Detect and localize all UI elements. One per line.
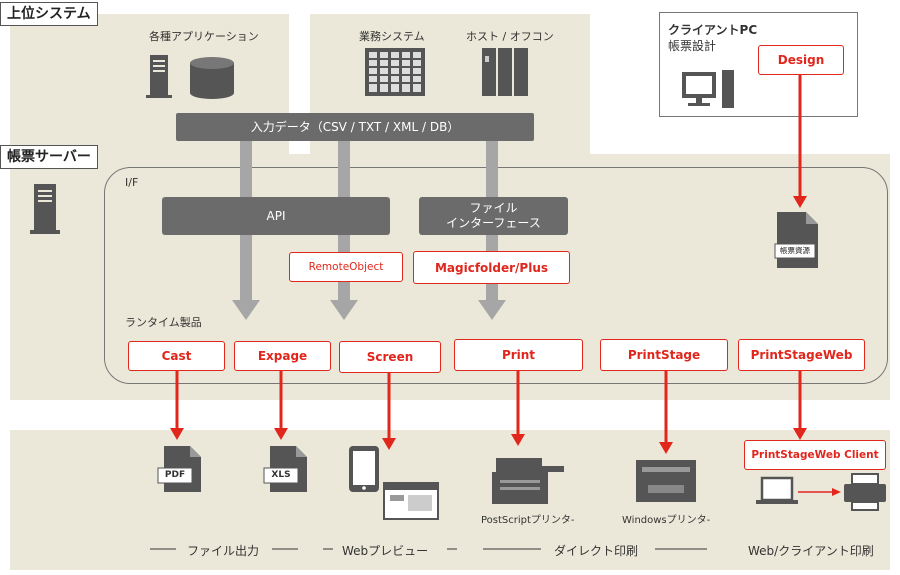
form-resource-icon: [774, 212, 818, 268]
product-cast: Cast: [128, 341, 225, 371]
postscript-printer-icon: [492, 458, 564, 504]
apps-label: 各種アプリケーション: [149, 30, 259, 43]
pdf-file-icon: [157, 446, 201, 492]
product-expage: Expage: [234, 341, 331, 371]
input-data-bar: 入力データ（CSV / TXT / XML / DB）: [176, 113, 534, 141]
windows-printer-label: Windowsプリンタ-: [622, 515, 711, 526]
client-printer-icon: [844, 473, 886, 511]
file-interface-box: ファイル インターフェース: [419, 197, 568, 235]
magicfolder-box: Magicfolder/Plus: [413, 251, 570, 284]
client-pc-icon: [682, 70, 734, 108]
form-server-label: 帳票サーバー: [0, 145, 98, 169]
runtime-label: ランタイム製品: [125, 316, 202, 329]
xls-label: XLS: [271, 470, 291, 480]
output-area: [10, 430, 890, 570]
app-server-icon: [146, 55, 172, 98]
category-web-preview: Webプレビュー: [342, 544, 429, 558]
business-rack-icon: [365, 48, 425, 96]
host-label: ホスト / オフコン: [466, 30, 554, 43]
form-resource-label: 帳票資源: [780, 246, 810, 255]
windows-printer-icon: [636, 460, 696, 502]
category-file-output: ファイル出力: [187, 544, 260, 558]
laptop-icon: [756, 476, 798, 504]
client-pc-title: クライアントPC 帳票設計: [668, 23, 758, 53]
output-flow-arrows: [170, 75, 841, 496]
host-mainframe-icon: [482, 48, 528, 96]
design-product-box: Design: [758, 45, 844, 75]
tablet-icon: [349, 446, 379, 492]
xls-file-icon: [263, 446, 307, 492]
upper-system-label: 上位システム: [0, 2, 98, 26]
browser-window-icon: [383, 482, 439, 520]
product-print: Print: [454, 339, 583, 371]
if-label: I/F: [125, 176, 139, 189]
category-web-client-print: Web/クライアント印刷: [748, 544, 874, 558]
product-printstageweb: PrintStageWeb: [738, 339, 865, 371]
file-interface-line2: インターフェース: [446, 216, 541, 230]
form-server-icon: [30, 184, 60, 234]
pdf-label: PDF: [164, 470, 186, 480]
remote-object-box: RemoteObject: [289, 252, 403, 282]
api-box: API: [162, 197, 390, 235]
product-screen: Screen: [339, 341, 441, 373]
product-printstage: PrintStage: [600, 339, 728, 371]
business-label: 業務システム: [359, 30, 425, 43]
file-interface-line1: ファイル: [469, 201, 518, 215]
database-icon: [190, 57, 234, 99]
category-direct-print: ダイレクト印刷: [554, 544, 639, 558]
postscript-printer-label: PostScriptプリンタ-: [481, 515, 575, 526]
printstageweb-client-box: PrintStageWeb Client: [744, 440, 886, 470]
